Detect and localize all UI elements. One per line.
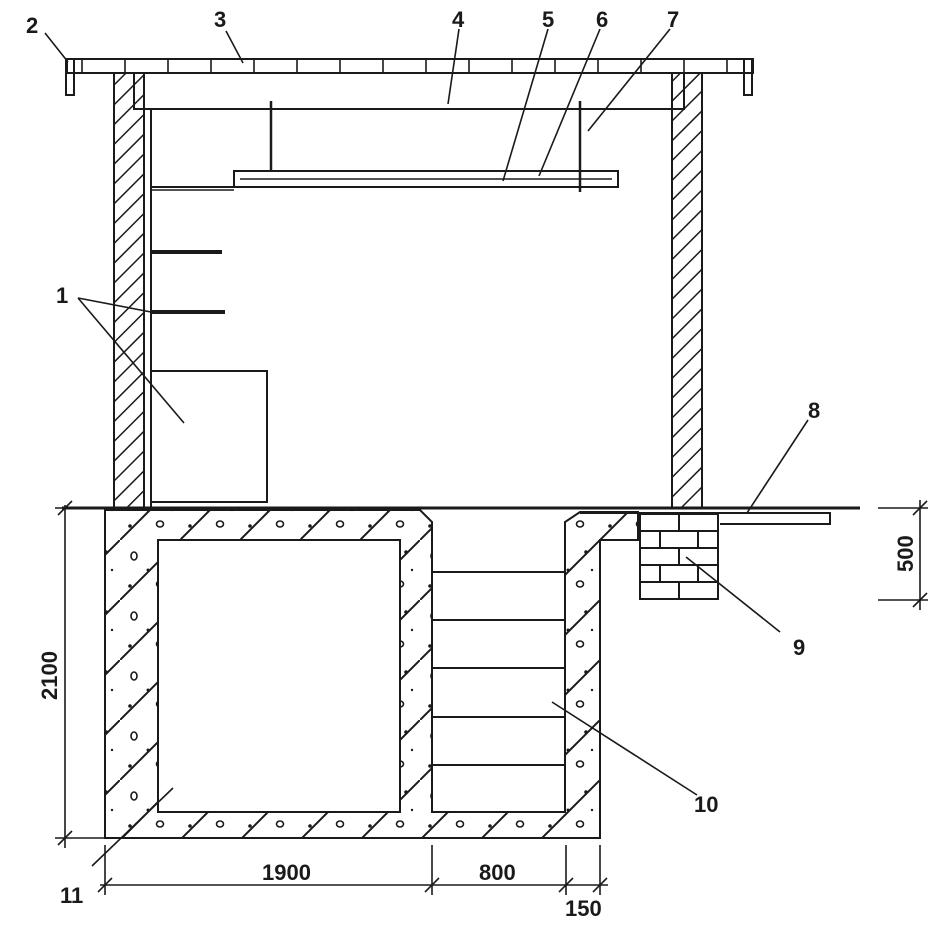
dimension-labels: 2100 1900 800 150 500 <box>37 535 918 921</box>
upper-shelf <box>233 170 619 188</box>
ladder-shaft <box>431 522 566 812</box>
callout-1: 1 <box>56 283 68 308</box>
walls <box>113 72 703 509</box>
shelving <box>150 101 619 503</box>
callout-11: 11 <box>60 883 83 908</box>
left-wall <box>113 72 145 509</box>
callout-7: 7 <box>667 7 679 32</box>
callout-10: 10 <box>694 792 718 817</box>
storage-bin <box>150 370 268 503</box>
roof-slab <box>66 58 754 74</box>
callout-2: 2 <box>26 13 38 38</box>
dim-right-width: 800 <box>479 860 516 885</box>
storage-chamber <box>157 539 401 813</box>
dim-footing: 500 <box>893 535 918 572</box>
brick-footing <box>639 513 719 600</box>
cellar <box>104 509 639 839</box>
callout-4: 4 <box>452 7 465 32</box>
right-wall <box>671 72 703 509</box>
leader-lines <box>44 28 809 867</box>
callout-3: 3 <box>214 7 226 32</box>
callouts: 1 2 3 4 5 6 7 8 9 10 11 <box>26 7 820 908</box>
dim-depth: 2100 <box>37 651 62 700</box>
roof <box>65 58 754 110</box>
dimension-lines <box>55 500 928 895</box>
roof-edge-left <box>65 58 75 96</box>
roof-boards <box>81 59 728 73</box>
dim-left-width: 1900 <box>262 860 311 885</box>
callout-6: 6 <box>596 7 608 32</box>
callout-9: 9 <box>793 635 805 660</box>
callout-5: 5 <box>542 7 554 32</box>
callout-8: 8 <box>808 398 820 423</box>
ceiling-beam <box>133 72 685 110</box>
roof-edge-right <box>743 58 753 96</box>
dim-wall: 150 <box>565 896 602 921</box>
